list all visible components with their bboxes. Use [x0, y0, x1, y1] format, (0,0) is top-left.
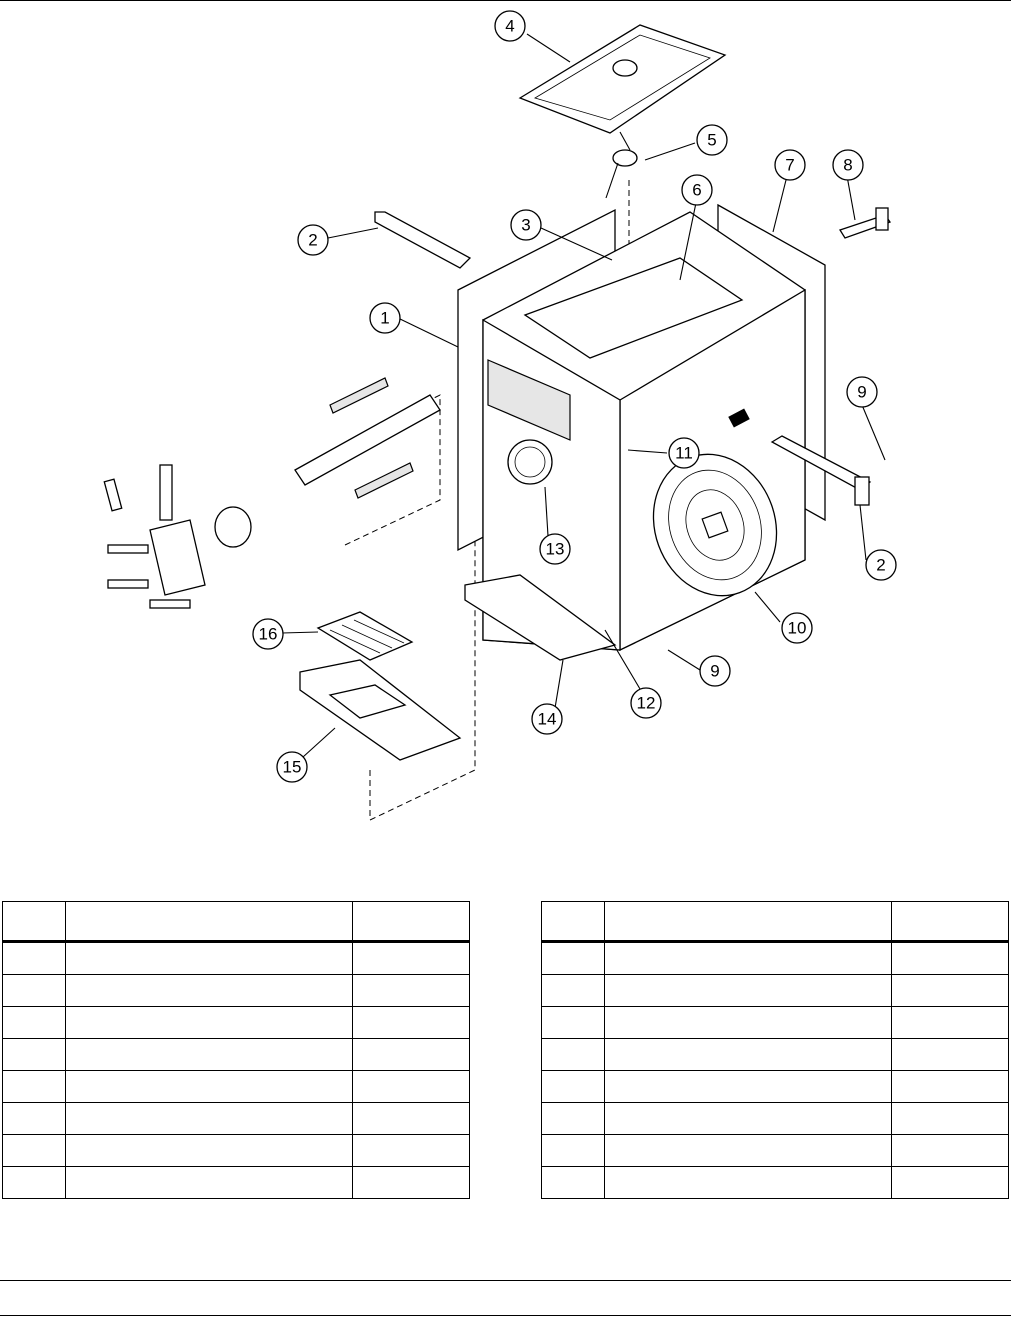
table-header-row [2, 901, 470, 943]
part-lid-knob [612, 59, 638, 77]
svg-text:12: 12 [637, 694, 656, 713]
table-row [541, 1166, 1009, 1199]
part-hopper-lid-4 [518, 24, 727, 134]
svg-text:10: 10 [788, 619, 807, 638]
table-row [2, 1134, 470, 1167]
callout-2-top: 2 [297, 224, 329, 256]
table-row [541, 974, 1009, 1007]
table-row [2, 1006, 470, 1039]
svg-text:2: 2 [876, 556, 885, 575]
svg-text:15: 15 [283, 758, 302, 777]
table-row [2, 1070, 470, 1103]
callout-9-bottom: 9 [699, 655, 731, 687]
part-front-port-13 [507, 439, 553, 485]
table-row [541, 1102, 1009, 1135]
callout-7: 7 [774, 149, 806, 181]
svg-text:8: 8 [843, 156, 852, 175]
part-vent [728, 408, 750, 428]
svg-text:3: 3 [521, 216, 530, 235]
table-row [2, 1166, 470, 1199]
svg-text:13: 13 [546, 540, 565, 559]
part-bracket-2-plate [854, 476, 870, 506]
table-header-row [541, 901, 1009, 943]
table-header-cell [2, 901, 66, 943]
top-rule [0, 0, 1011, 1]
part-drip-tray-14 [464, 574, 617, 661]
leader-lines [281, 33, 886, 758]
callout-11: 11 [668, 437, 700, 469]
part-handle [103, 478, 123, 512]
svg-text:6: 6 [692, 181, 701, 200]
svg-text:16: 16 [259, 625, 278, 644]
table-row [2, 1038, 470, 1071]
table-row [541, 1134, 1009, 1167]
svg-text:7: 7 [785, 156, 794, 175]
table-header-cell [352, 901, 470, 943]
callout-12: 12 [630, 687, 662, 719]
callout-16: 16 [252, 618, 284, 650]
callout-3: 3 [510, 209, 542, 241]
callout-14: 14 [531, 703, 563, 735]
parts-table-left [2, 901, 470, 1199]
part-draw-valve [159, 464, 173, 521]
part-scraper-blade-bottom [354, 462, 414, 499]
assembly-line-tray [369, 290, 476, 821]
exploded-parts-diagram: 1 2 2 3 4 5 6 7 8 9 9 10 11 12 13 14 15 … [103, 10, 897, 821]
svg-text:1: 1 [380, 309, 389, 328]
svg-text:2: 2 [308, 231, 317, 250]
callout-5: 5 [696, 124, 728, 156]
table-header-cell [604, 901, 892, 943]
table-row [2, 941, 470, 975]
callout-13: 13 [539, 533, 571, 565]
svg-text:11: 11 [675, 444, 693, 463]
part-door-faucet [149, 519, 206, 596]
part-scraper-blade-top [329, 377, 389, 414]
callout-15: 15 [276, 751, 308, 783]
part-door-gasket [214, 506, 252, 548]
svg-text:4: 4 [505, 17, 514, 36]
callout-8: 8 [832, 149, 864, 181]
part-bracket-2-top [374, 211, 472, 269]
table-row [2, 974, 470, 1007]
part-bracket-2-right [770, 435, 872, 491]
table-header-cell [65, 901, 353, 943]
svg-text:9: 9 [710, 662, 719, 681]
callout-2-right: 2 [865, 549, 897, 581]
part-beater-assembly [294, 394, 441, 486]
svg-text:5: 5 [707, 131, 716, 150]
parts-table-right [541, 901, 1009, 1199]
table-row [541, 1006, 1009, 1039]
footer-rule-bottom [0, 1315, 1011, 1316]
table-header-cell [891, 901, 1009, 943]
table-header-cell [541, 901, 605, 943]
table-row [541, 1038, 1009, 1071]
svg-text:9: 9 [857, 383, 866, 402]
part-agitator-5 [612, 149, 638, 167]
callout-10: 10 [781, 612, 813, 644]
callout-9-top: 9 [846, 376, 878, 408]
table-row [541, 941, 1009, 975]
callout-6: 6 [681, 174, 713, 206]
callout-1: 1 [369, 302, 401, 334]
svg-text:14: 14 [538, 710, 557, 729]
table-row [2, 1102, 470, 1135]
part-bolts [107, 544, 191, 609]
footer-rule-top [0, 1280, 1011, 1281]
part-hopper-opening [523, 257, 744, 359]
callout-4: 4 [494, 10, 526, 42]
part-control-panel [487, 359, 571, 441]
table-row [541, 1070, 1009, 1103]
